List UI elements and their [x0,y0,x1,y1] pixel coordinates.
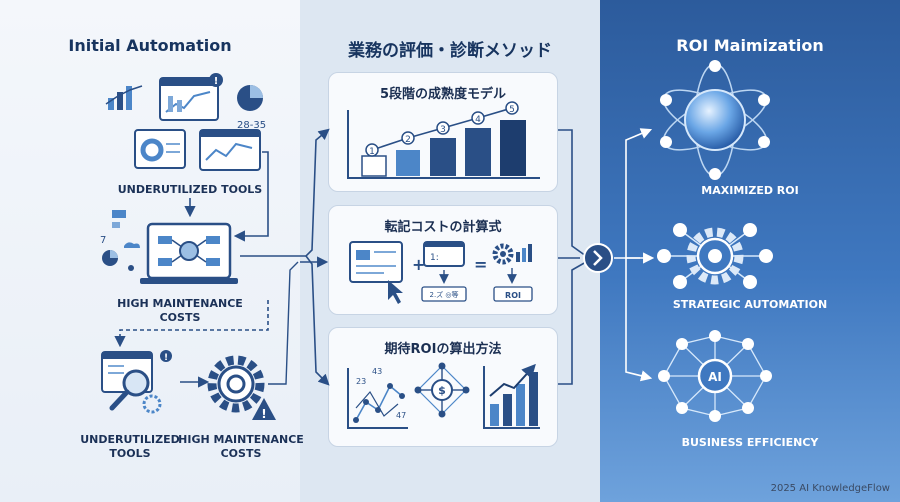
svg-text:!: ! [164,353,168,363]
small-charts-icon [102,210,140,271]
ai-text: AI [708,370,722,384]
growth-bar-chart-icon [483,363,540,429]
maturity-chart [347,101,540,179]
bar-chart-icon [105,85,143,110]
ai-network-icon [658,330,772,422]
formula-graphic: + = [349,241,533,304]
step-2: 2 [405,135,411,145]
laptop-network-icon [140,222,238,284]
svg-text:!: ! [261,407,266,421]
formula-bottom-text: 2.ズ ◎等 [429,290,458,299]
svg-text:=: = [474,255,487,274]
range-number: 28-35 [237,120,266,131]
high-maintenance-label-1: HIGH MAINTENANCE [117,297,243,310]
right-title: ROI Maimization [676,36,824,55]
maximized-roi-label: MAXIMIZED ROI [701,184,799,197]
number-seven: 7 [100,235,106,246]
strategic-automation-label: STRATEGIC AUTOMATION [672,298,828,311]
middle-title: 業務の評価・診断メソッド [348,41,552,61]
gear-warning-icon: ! [207,355,276,421]
svg-text:!: ! [214,76,219,87]
expected-roi-title: 期待ROIの算出方法 [384,342,502,357]
roi-orb-icon [660,60,770,180]
svg-text:+: + [412,255,425,274]
high-maintenance-label-2: COSTS [159,311,201,324]
step-5: 5 [509,105,515,115]
point-47: 47 [396,411,406,420]
business-efficiency-label: BUSINESS EFFICIENCY [681,436,819,449]
step-1: 1 [369,147,375,157]
gear-network-icon [657,223,773,289]
right-panel [600,0,900,502]
transcription-cost-title: 転記コストの計算式 [384,220,502,235]
underutilized-bottom-label-2: TOOLS [109,447,151,460]
formula-top-text: 1: [430,253,439,263]
donut-report-icon [134,129,186,169]
line-report-icon [199,129,261,171]
underutilized-bottom-label-1: UNDERUTILIZED [80,433,180,446]
point-43: 43 [372,367,382,376]
point-23: 23 [356,377,366,386]
dashboard-icon: ! [159,73,223,121]
next-arrow-icon [583,243,613,273]
high-maintenance-bottom-label-2: COSTS [220,447,262,460]
pie-chart-icon [237,85,263,111]
roi-box-text: ROI [505,291,521,300]
dollar-network-icon: $ [414,362,470,418]
step-3: 3 [440,125,446,135]
svg-text:$: $ [438,384,446,397]
footer-credit: 2025 AI KnowledgeFlow [770,483,890,494]
step-4: 4 [475,115,481,125]
underutilized-tools-label: UNDERUTILIZED TOOLS [117,183,263,196]
roi-scatter-chart [347,368,408,429]
maturity-model-title: 5段階の成熟度モデル [379,87,507,102]
magnifier-tools-icon: ! [101,350,172,414]
high-maintenance-bottom-label-1: HIGH MAINTENANCE [178,433,304,446]
left-title: Initial Automation [68,36,232,55]
